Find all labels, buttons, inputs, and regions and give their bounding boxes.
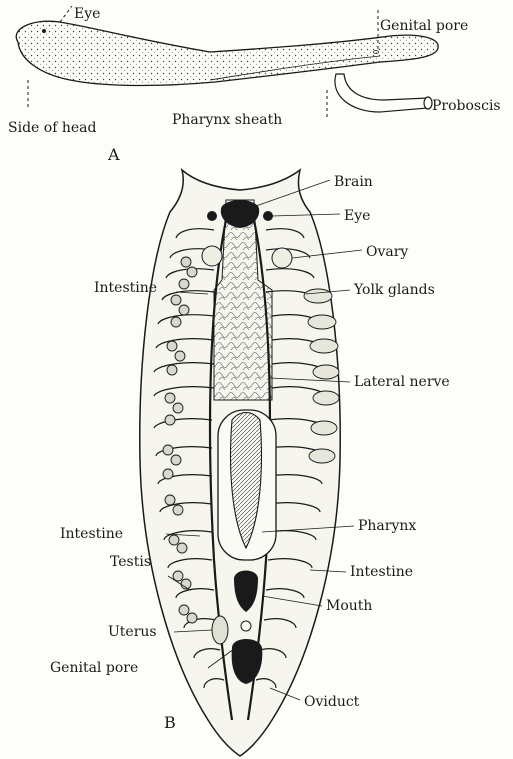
label-mouth: Mouth (326, 598, 372, 614)
label-lateral-nerve: Lateral nerve (354, 374, 450, 390)
eye-marker (42, 29, 46, 33)
label-ovary: Ovary (366, 244, 408, 260)
label-genital-pore-b: Genital pore (50, 660, 138, 676)
label-intestine-left: Intestine (60, 526, 123, 542)
label-eye-b: Eye (344, 208, 370, 224)
ovary-left (202, 246, 222, 266)
label-testis: Testis (110, 554, 151, 570)
ovary-right (272, 248, 292, 268)
eye-right (263, 211, 273, 221)
label-eye-a: Eye (74, 6, 100, 22)
label-brain: Brain (334, 174, 373, 190)
eye-left (207, 211, 217, 221)
proboscis (335, 74, 428, 112)
label-oviduct: Oviduct (304, 694, 360, 710)
uterus (212, 616, 228, 644)
label-side-of-head: Side of head (8, 120, 96, 136)
figure-b-dorsal-view: Brain Eye Ovary Intestine Yolk glands La… (50, 170, 450, 756)
label-intestine-right: Intestine (350, 564, 413, 580)
label-yolk-glands: Yolk glands (353, 282, 435, 298)
panel-label-b: B (164, 713, 176, 732)
label-pharynx: Pharynx (358, 518, 416, 534)
label-uterus: Uterus (108, 624, 157, 640)
panel-label-a: A (107, 145, 120, 164)
proboscis-tip (424, 97, 432, 109)
label-proboscis: Proboscis (432, 98, 501, 114)
label-intestine-top: Intestine (94, 280, 157, 296)
figure-a-side-view: Eye Genital pore Side of head Pharynx sh… (8, 6, 501, 164)
genital-pore-b (241, 621, 251, 631)
label-pharynx-sheath: Pharynx sheath (172, 112, 282, 128)
label-genital-pore-a: Genital pore (380, 18, 468, 34)
